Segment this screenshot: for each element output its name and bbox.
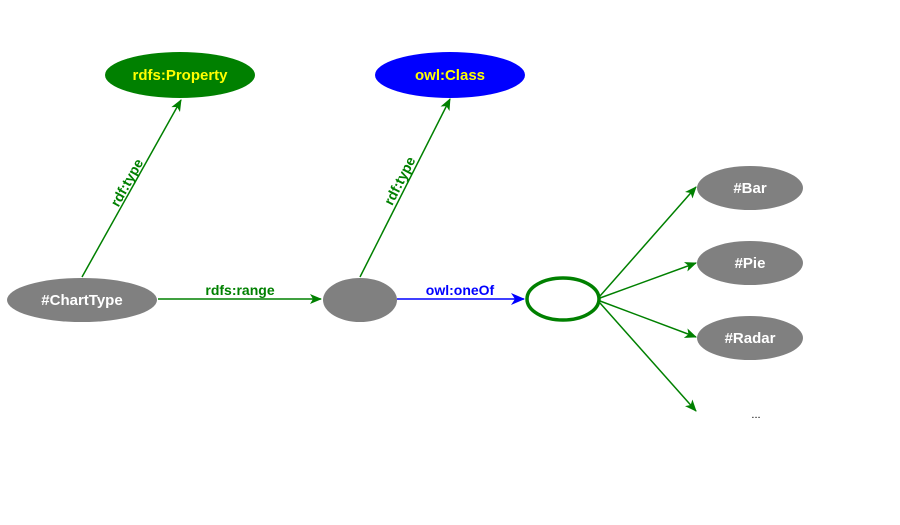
edge-to-pie (599, 262, 697, 299)
node-list[interactable] (525, 276, 601, 322)
edge-label-rdfs-range: rdfs:range (205, 282, 274, 298)
node-rdfs-property[interactable]: rdfs:Property (105, 52, 255, 98)
node-label-more: ... (751, 409, 760, 421)
edge-line (81, 99, 182, 278)
edge-label-rdf-type-1: rdf:type (107, 156, 146, 210)
node-label-bar: #Bar (733, 180, 767, 197)
edge-line (359, 98, 451, 278)
node-owl-class[interactable]: owl:Class (375, 52, 525, 98)
node-label-rdfs-property: rdfs:Property (132, 67, 228, 84)
edge-to-radar (599, 300, 697, 338)
edge-owl-oneof: owl:oneOf (397, 282, 525, 305)
node-pie[interactable]: #Pie (697, 241, 803, 285)
node-label-pie: #Pie (735, 255, 766, 272)
node-bar[interactable]: #Bar (697, 166, 803, 210)
edge-to-more (599, 302, 697, 412)
edge-label-owl-oneof: owl:oneOf (426, 282, 495, 298)
edge-charttype-rdf-type: rdf:type (81, 99, 182, 278)
edges-list-members (599, 186, 697, 412)
node-label-owl-class: owl:Class (415, 67, 485, 84)
node-label-chart-type: #ChartType (41, 292, 122, 309)
node-blank[interactable] (323, 278, 397, 322)
node-more: ... (751, 409, 760, 421)
node-radar[interactable]: #Radar (697, 316, 803, 360)
edge-rdfs-range: rdfs:range (158, 282, 322, 304)
node-label-radar: #Radar (725, 330, 776, 347)
edge-to-bar (599, 186, 697, 297)
edge-blank-rdf-type: rdf:type (359, 98, 451, 278)
node-chart-type[interactable]: #ChartType (7, 278, 157, 322)
